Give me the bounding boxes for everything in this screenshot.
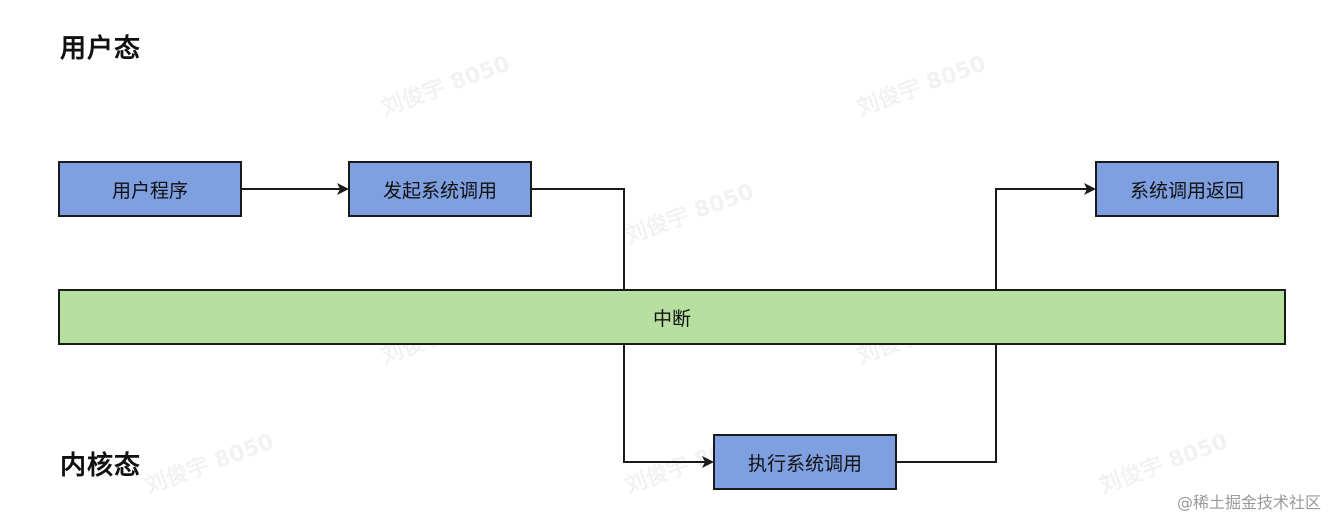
- kernel-mode-label: 内核态: [60, 451, 142, 481]
- user-program-label: 用户程序: [111, 179, 188, 202]
- interrupt-bar-label: 中断: [652, 307, 691, 330]
- syscall-return-label: 系统调用返回: [1129, 179, 1244, 202]
- syscall-return-box: 系统调用返回: [1095, 161, 1279, 217]
- syscall-initiate-box: 发起系统调用: [348, 161, 532, 217]
- syscall-execute-box: 执行系统调用: [713, 434, 897, 490]
- source-credit: @稀土掘金技术社区: [1176, 493, 1321, 512]
- syscall-initiate-label: 发起系统调用: [382, 179, 497, 202]
- syscall-execute-label: 执行系统调用: [747, 452, 862, 475]
- interrupt-bar: 中断: [58, 289, 1286, 345]
- user-mode-label: 用户态: [60, 34, 142, 64]
- user-program-box: 用户程序: [58, 161, 242, 217]
